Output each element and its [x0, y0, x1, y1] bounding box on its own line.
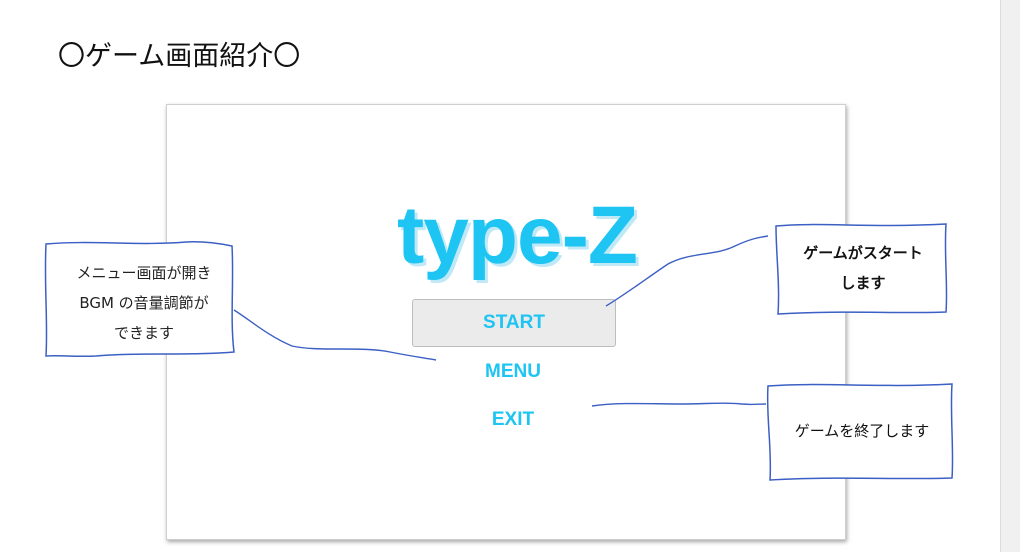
exit-button[interactable]: EXIT [491, 409, 535, 430]
page-title: 〇ゲーム画面紹介〇 [58, 41, 301, 72]
scrollbar-track[interactable] [1000, 0, 1020, 552]
game-screen-capture: type-Z START MENU EXIT [166, 104, 846, 540]
callout-exit-text: ゲームを終了します [794, 422, 930, 440]
game-logo: type-Z [397, 190, 638, 281]
callout-menu-text: メニュー画面が開き BGM の音量調節が できます [76, 264, 212, 342]
menu-button[interactable]: MENU [485, 361, 541, 382]
callout-start-text: ゲームがスタート します [803, 244, 923, 292]
start-button[interactable]: START [412, 299, 616, 347]
